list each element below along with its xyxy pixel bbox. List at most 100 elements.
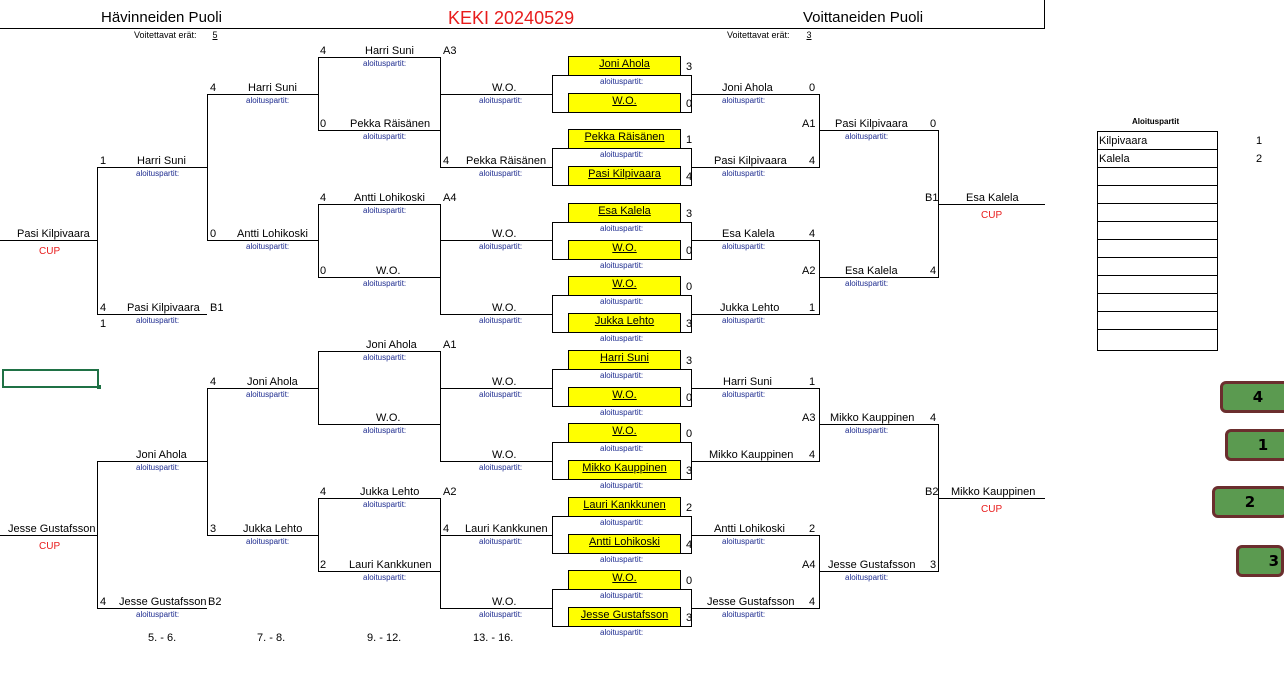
selected-cell[interactable] [2, 369, 99, 388]
table-row[interactable] [1098, 186, 1217, 204]
score: 1 [686, 134, 693, 146]
match-box[interactable]: Lauri Kankkunen [568, 497, 681, 517]
sub-label: aloituspartit: [479, 463, 523, 472]
match-box[interactable]: Harri Suni [568, 350, 681, 370]
table-row[interactable]: Kalela [1098, 150, 1217, 168]
table-row[interactable] [1098, 330, 1217, 348]
sub-label: aloituspartit: [845, 279, 889, 288]
placing-label: 13. - 16. [473, 632, 514, 644]
sub-label: aloituspartit: [363, 353, 407, 362]
sub-label: aloituspartit: [600, 150, 644, 159]
sub-label: aloituspartit: [600, 591, 644, 600]
sub-label: aloituspartit: [722, 610, 766, 619]
match-box[interactable]: Pekka Räisänen [568, 129, 681, 149]
score: 4 [210, 82, 217, 94]
score: 4 [443, 523, 450, 535]
score: 2 [809, 523, 816, 535]
player-name: Pasi Kilpivaara [714, 155, 787, 167]
score: 2 [686, 502, 693, 514]
match-box[interactable]: W.O. [568, 93, 681, 113]
sub-label: aloituspartit: [600, 297, 644, 306]
score: 3 [686, 612, 693, 624]
fill-handle[interactable] [97, 385, 101, 389]
match-box[interactable]: W.O. [568, 276, 681, 296]
player-name: W.O. [376, 412, 401, 424]
sub-label: aloituspartit: [600, 555, 644, 564]
sub-label: aloituspartit: [600, 408, 644, 417]
score: 3 [686, 465, 693, 477]
match-box[interactable]: Pasi Kilpivaara [568, 166, 681, 186]
player-name: Pekka Räisänen [466, 155, 547, 167]
sub-label: aloituspartit: [246, 96, 290, 105]
seed-code: B1 [210, 302, 224, 314]
player-name: Jukka Lehto [243, 523, 303, 535]
table-row[interactable] [1098, 312, 1217, 330]
sub-label: aloituspartit: [600, 518, 644, 527]
player-name: W.O. [492, 302, 517, 314]
sub-label: aloituspartit: [363, 573, 407, 582]
score: 0 [686, 98, 693, 110]
pool-table-icon[interactable]: 1 [1225, 429, 1284, 461]
table-row[interactable] [1098, 276, 1217, 294]
seed-code: A3 [802, 412, 816, 424]
sub-label: aloituspartit: [722, 242, 766, 251]
sub-label: aloituspartit: [363, 279, 407, 288]
player-name: Mikko Kauppinen [709, 449, 794, 461]
match-box[interactable]: W.O. [568, 240, 681, 260]
sub-label: aloituspartit: [479, 316, 523, 325]
losers-side-title: Hävinneiden Puoli [101, 9, 222, 26]
match-box[interactable]: Esa Kalela [568, 203, 681, 223]
match-box[interactable]: Jukka Lehto [568, 313, 681, 333]
sub-label: aloituspartit: [722, 316, 766, 325]
table-row[interactable]: Kilpivaara [1098, 132, 1217, 150]
table-row[interactable] [1098, 222, 1217, 240]
sub-label: aloituspartit: [845, 573, 889, 582]
table-cell: Kilpivaara [1099, 135, 1148, 147]
sub-label: aloituspartit: [600, 481, 644, 490]
right-sets-label: Voitettavat erät: [727, 30, 790, 40]
score: 3 [686, 318, 693, 330]
sub-label: aloituspartit: [600, 224, 644, 233]
player-name: Jukka Lehto [360, 486, 420, 498]
sub-label: aloituspartit: [479, 390, 523, 399]
player-name: Joni Ahola [247, 376, 298, 388]
score: 4 [320, 486, 327, 498]
player-name: W.O. [492, 449, 517, 461]
sub-label: aloituspartit: [136, 610, 180, 619]
match-box[interactable]: Antti Lohikoski [568, 534, 681, 554]
match-box[interactable]: W.O. [568, 387, 681, 407]
placing-label: 7. - 8. [257, 632, 286, 644]
table-row[interactable] [1098, 168, 1217, 186]
sub-label: aloituspartit: [363, 500, 407, 509]
sub-label: aloituspartit: [363, 206, 407, 215]
score: 4 [686, 539, 693, 551]
seed-code: A2 [443, 486, 457, 498]
score: 0 [686, 575, 693, 587]
score: 0 [320, 118, 327, 130]
player-name: Pekka Räisänen [350, 118, 431, 130]
pool-table-icon[interactable]: 2 [1212, 486, 1284, 518]
sub-label: aloituspartit: [845, 132, 889, 141]
match-box[interactable]: W.O. [568, 570, 681, 590]
match-box[interactable]: Mikko Kauppinen [568, 460, 681, 480]
table-row[interactable] [1098, 294, 1217, 312]
pool-table-icon[interactable]: 3 [1236, 545, 1284, 577]
score: 0 [686, 245, 693, 257]
sub-label: aloituspartit: [479, 242, 523, 251]
table-row[interactable] [1098, 240, 1217, 258]
sub-label: aloituspartit: [600, 77, 644, 86]
score: 4 [320, 192, 327, 204]
player-name: Harri Suni [365, 45, 414, 57]
sub-label: aloituspartit: [246, 390, 290, 399]
starts-table: Kilpivaara Kalela [1097, 131, 1218, 351]
score: 4 [443, 155, 450, 167]
match-box[interactable]: W.O. [568, 423, 681, 443]
score: 1 [809, 376, 816, 388]
table-row[interactable] [1098, 258, 1217, 276]
score: 0 [686, 392, 693, 404]
table-row[interactable] [1098, 204, 1217, 222]
score: 0 [320, 265, 327, 277]
match-box[interactable]: Jesse Gustafsson [568, 607, 681, 627]
match-box[interactable]: Joni Ahola [568, 56, 681, 76]
pool-table-icon[interactable]: 4 [1220, 381, 1284, 413]
